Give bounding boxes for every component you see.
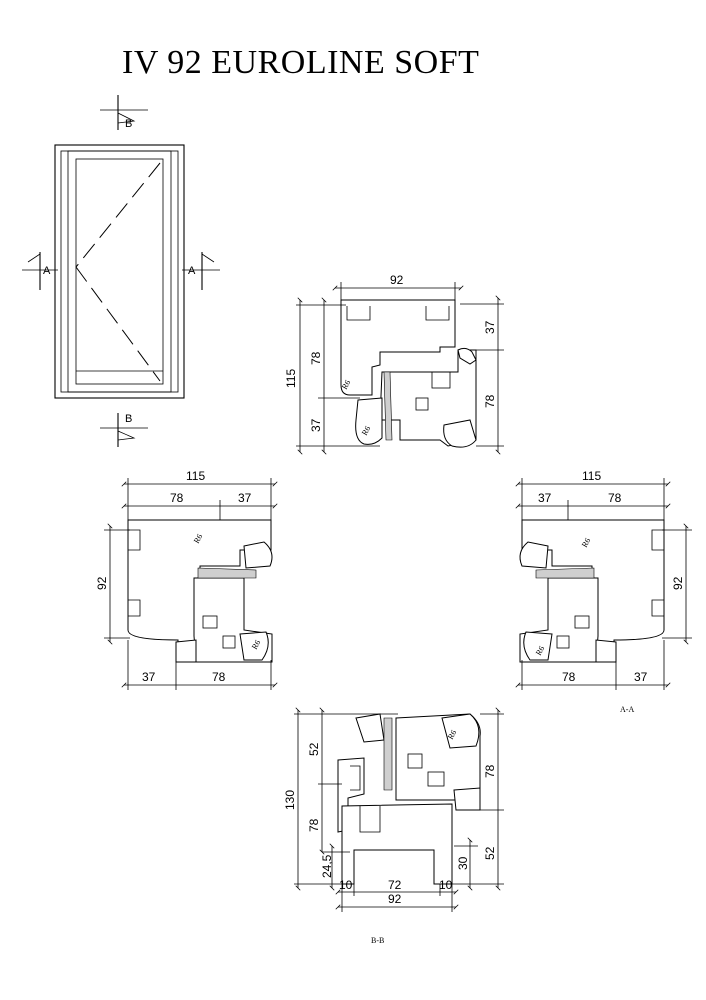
radius-label: R6 [340, 378, 352, 391]
section-label: B [125, 118, 132, 130]
drawing-title: IV 92 EUROLINE SOFT [122, 44, 480, 81]
dimension-label: 72 [388, 878, 402, 892]
section-label: A [188, 265, 196, 277]
window-elevation [54, 144, 185, 399]
dimension-label: 78 [608, 491, 622, 505]
section-marker-b-top: B [100, 95, 148, 130]
dimension-label: 78 [170, 491, 184, 505]
dimension-label: 37 [634, 670, 648, 684]
radius-label: R6 [192, 532, 204, 545]
section-marker-a-left: A [22, 252, 58, 290]
section-left: 115 78 37 92 37 78 R6 R6 [95, 469, 278, 690]
dimension-label: 10 [339, 878, 353, 892]
dimension-label: 37 [483, 320, 497, 334]
radius-label: R6 [446, 728, 458, 741]
dimension-label: 115 [186, 469, 205, 483]
section-marker-b-bottom: B [100, 413, 148, 447]
section-marker-a-right: A [182, 252, 220, 290]
radius-label: R6 [534, 644, 546, 657]
dimension-label: 115 [284, 369, 298, 388]
section-caption-aa: A-A [620, 705, 634, 714]
section-right: 115 37 78 92 78 37 R6 R6 [515, 469, 692, 690]
dimension-label: 24,5 [320, 854, 334, 878]
dimension-label: 37 [538, 491, 552, 505]
dimension-label: 130 [283, 790, 297, 810]
dimension-label: 78 [309, 351, 323, 365]
radius-label: R6 [580, 536, 592, 549]
radius-label: R6 [250, 638, 262, 651]
dimension-label: 78 [483, 764, 497, 778]
radius-label: R6 [360, 424, 372, 437]
dimension-label: 78 [212, 670, 226, 684]
dimension-label: 52 [483, 846, 497, 860]
dimension-label: 10 [439, 878, 453, 892]
dimension-label: 92 [671, 576, 685, 590]
section-label: B [125, 413, 132, 425]
dimension-label: 92 [388, 892, 402, 906]
dimension-label: 37 [238, 491, 252, 505]
section-caption-bb: B-B [371, 936, 384, 945]
dimension-label: 78 [307, 818, 321, 832]
dimension-label: 78 [483, 394, 497, 408]
dimension-label: 92 [390, 273, 404, 287]
dimension-label: 78 [562, 670, 576, 684]
dimension-label: 37 [309, 418, 323, 432]
section-bottom: 130 52 78 24,5 78 52 30 10 72 10 92 R6 [283, 707, 504, 912]
section-top: 92 115 78 37 37 78 R6 R6 [284, 273, 504, 455]
section-label: A [43, 265, 51, 277]
dimension-label: 52 [307, 742, 321, 756]
dimension-label: 115 [582, 469, 601, 483]
dimension-label: 37 [142, 670, 156, 684]
dimension-label: 92 [95, 576, 109, 590]
dimension-label: 30 [456, 856, 470, 870]
